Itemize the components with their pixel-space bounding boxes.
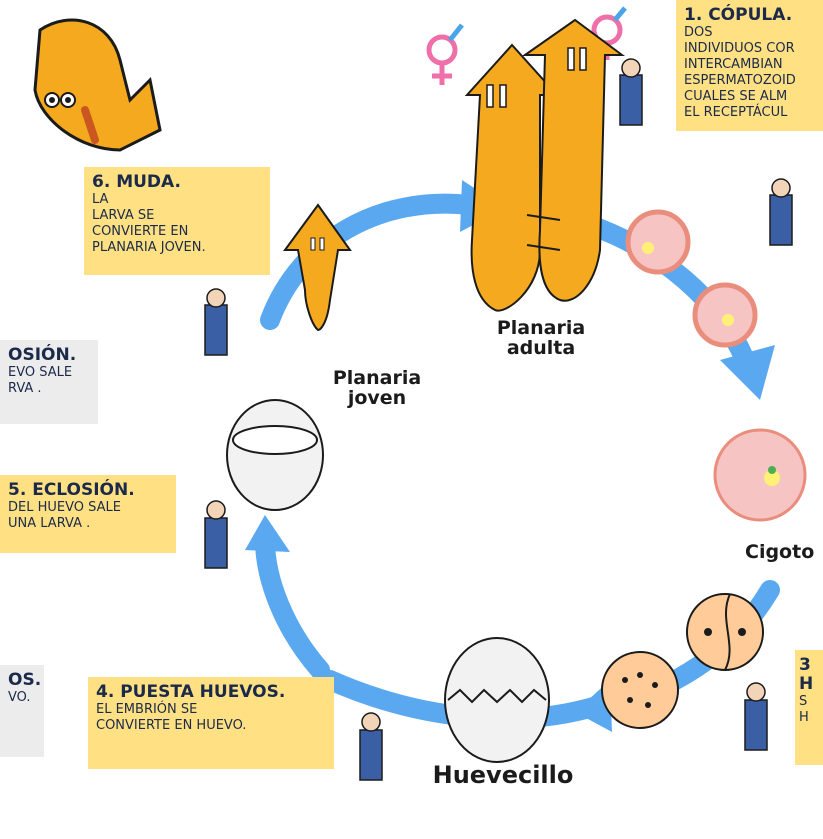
clipped-title: OS.	[8, 670, 42, 690]
step-5-title: 5. ECLOSIÓN.	[8, 480, 135, 500]
step-3-line: H	[799, 674, 814, 694]
clipped-line: rva .	[8, 381, 42, 396]
step-6-line: larva se	[92, 208, 155, 223]
step-1-line: el receptácul	[684, 105, 788, 120]
step-6-line: La	[92, 192, 109, 207]
step-4-title: 4. PUESTA HUEVOS.	[96, 682, 286, 702]
cycle-arrowhead-right	[720, 345, 775, 400]
cycle-arrow-top	[260, 193, 480, 330]
label-egg: Huevecillo	[432, 761, 574, 789]
step-1-line: individuos cor	[684, 41, 795, 56]
adult-planaria-pair	[464, 18, 626, 312]
step-3-title: 3	[799, 655, 811, 675]
hatching-egg	[226, 399, 324, 511]
step-6-title: 6. MUDA.	[92, 172, 181, 192]
label-young: Planaria joven	[322, 368, 432, 408]
label-adult-line: adulta	[506, 337, 576, 359]
step-4-box: 4. PUESTA HUEVOS. El embrión se conviert…	[88, 677, 334, 769]
label-young-line: Planaria	[332, 367, 422, 389]
cycle-arrowhead-left	[245, 515, 290, 552]
label-adult-line: Planaria	[496, 317, 586, 339]
hermaphrodite-icon-left	[426, 23, 464, 85]
planaria-logo-icon	[33, 18, 162, 152]
step-1-line: espermatozoid	[684, 73, 796, 88]
egg-bottom	[444, 637, 550, 763]
step-1-box: 1. CÓPULA. Dos individuos cor intercambi…	[676, 0, 823, 131]
step-1-line: intercambian	[684, 57, 783, 72]
step-3-box: 3 H S H	[795, 650, 823, 765]
cell-upper	[625, 209, 691, 275]
step-1-line: Dos	[684, 25, 713, 40]
step-5-box: 5. ECLOSIÓN. Del huevo sale una larva .	[0, 475, 176, 553]
two-cell-embryo	[686, 593, 764, 671]
label-adult: Planaria adulta	[486, 318, 596, 358]
step-4-line: El embrión se	[96, 702, 198, 717]
cycle-arrow-left	[255, 530, 330, 680]
step-3-line: S	[799, 694, 808, 709]
morula-embryo	[601, 651, 679, 729]
step-6-box: 6. MUDA. La larva se convierte en planar…	[84, 167, 270, 275]
step-1-title: 1. CÓPULA.	[684, 5, 793, 25]
label-young-line: joven	[347, 387, 407, 409]
step-5-line: Del huevo sale	[8, 500, 121, 515]
step-clipped-eggs-box: OS. vo.	[0, 665, 44, 757]
clipped-line: evo sale	[8, 365, 73, 380]
step-clipped-hatching-box: osión. evo sale rva .	[0, 340, 98, 424]
step-4-line: convierte en huevo.	[96, 718, 247, 733]
zygote-cell	[713, 428, 807, 522]
step-1-line: cuales se alm	[684, 89, 788, 104]
young-planaria	[283, 203, 352, 332]
step-3-line: H	[799, 710, 809, 725]
cell-lower	[692, 282, 758, 348]
step-6-line: planaria joven.	[92, 240, 206, 255]
character-figure	[204, 58, 793, 781]
step-6-line: convierte en	[92, 224, 189, 239]
clipped-title: osión.	[8, 345, 77, 365]
step-5-line: una larva .	[8, 516, 91, 531]
clipped-line: vo.	[8, 690, 31, 705]
label-zygote: Cigoto	[745, 541, 815, 563]
